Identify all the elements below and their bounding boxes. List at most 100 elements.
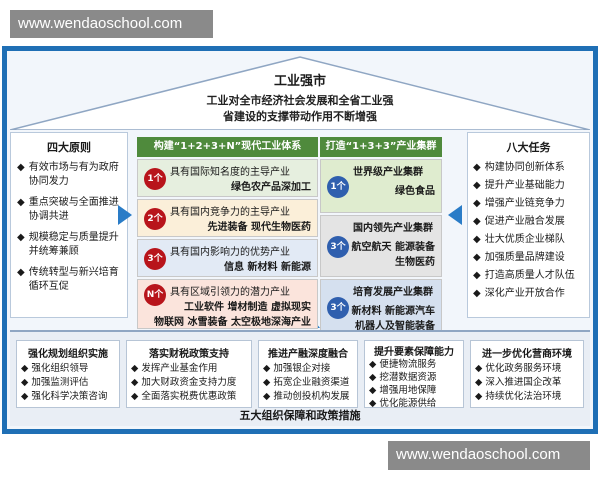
measure-item-text: 增强用地保障 bbox=[379, 385, 437, 396]
clusters-header: 打造“1+3+3”产业集群 bbox=[320, 137, 442, 157]
industrial-system: 构建“1+2+3+N”现代工业体系 1个具有国际知名度的主导产业绿色农产品深加工… bbox=[137, 137, 318, 329]
measure-title: 强化规划组织实施 bbox=[28, 349, 108, 360]
measure-group: 强化规划组织实施◆ 强化组织领导◆ 加强监测评估◆ 强化科学决策咨询 bbox=[16, 340, 120, 408]
list-item: ◆有效市场与有为政府协同发力 bbox=[17, 161, 121, 189]
measure-item: ◆ 持续优化法治环境 bbox=[475, 390, 579, 403]
system-row: 2个具有国内竞争力的主导产业先进装备 现代生物医药 bbox=[137, 199, 318, 237]
measure-item-text: 拓宽企业融资渠道 bbox=[273, 377, 350, 388]
list-item: ◆构建协同创新体系 bbox=[473, 161, 584, 175]
list-item: ◆提升产业基础能力 bbox=[473, 179, 584, 193]
list-item-text: 增强产业链竞争力 bbox=[484, 198, 565, 209]
list-item-text: 提升产业基础能力 bbox=[484, 180, 565, 191]
list-item-text: 促进产业融合发展 bbox=[484, 216, 565, 227]
principles-panel: 四大原则 ◆有效市场与有为政府协同发力◆重点突破与全面推进协调共进◆规模稳定与质… bbox=[10, 132, 128, 318]
measure-item: ◆ 强化科学决策咨询 bbox=[21, 390, 115, 403]
bullet-icon: ◆ bbox=[131, 377, 142, 388]
bullet-icon: ◆ bbox=[369, 359, 380, 370]
row-items: 信息 新材料 新能源 bbox=[224, 262, 311, 273]
bullet-icon: ◆ bbox=[17, 232, 25, 243]
subtitle-line: 省建设的支撑带动作用不断增强 bbox=[223, 110, 377, 123]
measure-item: ◆ 优化政务服务环境 bbox=[475, 362, 579, 375]
bullet-icon: ◆ bbox=[473, 252, 481, 263]
page-title: 工业强市 bbox=[273, 74, 326, 89]
measure-title: 推进产融深度融合 bbox=[268, 349, 348, 360]
badge: 3个 bbox=[327, 236, 349, 258]
row-heading: 培育发展产业集群 bbox=[353, 287, 433, 298]
row-items: 新材料 新能源汽车 bbox=[351, 306, 435, 317]
bullet-icon: ◆ bbox=[473, 180, 481, 191]
measure-item-text: 推动创投机构发展 bbox=[273, 391, 350, 402]
measure-item-text: 挖潜数据资源 bbox=[379, 372, 437, 383]
measure-item: ◆ 深入推进国企改革 bbox=[475, 376, 579, 389]
row-items: 绿色食品 bbox=[395, 186, 435, 197]
measure-item-text: 加大财政资金支持力度 bbox=[141, 377, 237, 388]
bullet-icon: ◆ bbox=[473, 198, 481, 209]
bullet-icon: ◆ bbox=[473, 288, 481, 299]
system-row: N个具有区域引领力的潜力产业工业软件 增材制造 虚拟现实物联网 冰雪装备 太空极… bbox=[137, 279, 318, 329]
list-item-text: 深化产业开放合作 bbox=[484, 288, 565, 299]
system-row: 1个具有国际知名度的主导产业绿色农产品深加工 bbox=[137, 159, 318, 197]
measure-group: 进一步优化营商环境◆ 优化政务服务环境◆ 深入推进国企改革◆ 持续优化法治环境 bbox=[470, 340, 584, 408]
measure-item: ◆ 增强用地保障 bbox=[369, 385, 459, 397]
row-heading: 具有国内影响力的优势产业 bbox=[170, 247, 290, 258]
list-item: ◆规模稳定与质量提升并统筹兼顾 bbox=[17, 231, 121, 259]
arrow-right-icon bbox=[118, 205, 132, 225]
bullet-icon: ◆ bbox=[369, 398, 380, 409]
measure-item-text: 持续优化法治环境 bbox=[485, 391, 562, 402]
measures-title: 五大组织保障和政策措施 bbox=[239, 409, 361, 422]
list-item: ◆深化产业开放合作 bbox=[473, 287, 584, 301]
measure-item-text: 便捷物流服务 bbox=[379, 359, 437, 370]
measure-item: ◆ 加强银企对接 bbox=[263, 362, 353, 375]
bullet-icon: ◆ bbox=[263, 363, 274, 374]
tasks-panel: 八大任务 ◆构建协同创新体系◆提升产业基础能力◆增强产业链竞争力◆促进产业融合发… bbox=[467, 132, 590, 318]
bullet-icon: ◆ bbox=[131, 391, 142, 402]
bullet-icon: ◆ bbox=[473, 162, 481, 173]
row-items: 物联网 冰雪装备 太空极地深海产业 bbox=[154, 317, 311, 328]
list-item-text: 重点突破与全面推进协调共进 bbox=[28, 197, 119, 222]
row-heading: 世界级产业集群 bbox=[353, 167, 423, 178]
measure-title: 落实财税政策支持 bbox=[149, 349, 229, 360]
row-items: 先进装备 现代生物医药 bbox=[207, 222, 311, 233]
measure-item: ◆ 推动创投机构发展 bbox=[263, 390, 353, 403]
badge: 3个 bbox=[144, 248, 166, 270]
list-item-text: 规模稳定与质量提升并统筹兼顾 bbox=[28, 232, 119, 257]
bullet-icon: ◆ bbox=[17, 162, 25, 173]
list-item-text: 加强质量品牌建设 bbox=[484, 252, 565, 263]
bullet-icon: ◆ bbox=[21, 377, 32, 388]
system-header: 构建“1+2+3+N”现代工业体系 bbox=[137, 137, 318, 157]
measure-group: 推进产融深度融合 ◆ 加强银企对接◆ 拓宽企业融资渠道 ◆ 推动创投机构发展 bbox=[258, 340, 358, 408]
row-items: 航空航天 能源装备 bbox=[351, 242, 435, 253]
cluster-row: 1个世界级产业集群绿色食品 bbox=[320, 159, 442, 213]
bullet-icon: ◆ bbox=[473, 216, 481, 227]
measure-item-text: 加强银企对接 bbox=[273, 363, 331, 374]
measure-item-text: 优化政务服务环境 bbox=[485, 363, 562, 374]
list-item-text: 传统转型与新兴培育循环互促 bbox=[28, 267, 119, 292]
row-items: 生物医药 bbox=[395, 257, 435, 268]
roof-shape bbox=[10, 56, 590, 130]
row-items: 绿色农产品深加工 bbox=[231, 182, 311, 193]
bullet-icon: ◆ bbox=[473, 234, 481, 245]
measure-item-text: 加强监测评估 bbox=[31, 377, 89, 388]
bullet-icon: ◆ bbox=[17, 197, 25, 208]
measure-item: ◆ 发挥产业基金作用 bbox=[131, 362, 247, 375]
arrow-left-icon bbox=[448, 205, 462, 225]
row-items: 工业软件 增材制造 虚拟现实 bbox=[184, 302, 311, 313]
measure-item-text: 发挥产业基金作用 bbox=[141, 363, 218, 374]
measure-item-text: 深入推进国企改革 bbox=[485, 377, 562, 388]
row-heading: 具有国际知名度的主导产业 bbox=[170, 167, 290, 178]
measure-group: 落实财税政策支持◆ 发挥产业基金作用◆ 加大财政资金支持力度◆ 全面落实税费优惠… bbox=[126, 340, 252, 408]
bullet-icon: ◆ bbox=[21, 391, 32, 402]
measure-item: ◆ 挖潜数据资源 bbox=[369, 372, 459, 384]
measure-item: ◆ 优化能源供给 bbox=[369, 398, 459, 410]
list-item-text: 有效市场与有为政府协同发力 bbox=[28, 162, 119, 187]
bullet-icon: ◆ bbox=[473, 270, 481, 281]
bullet-icon: ◆ bbox=[131, 363, 142, 374]
principles-title: 四大原则 bbox=[47, 141, 91, 154]
list-item-text: 壮大优质企业梯队 bbox=[484, 234, 565, 245]
subtitle-line: 工业对全市经济社会发展和全省工业强 bbox=[206, 94, 394, 107]
list-item: ◆加强质量品牌建设 bbox=[473, 251, 584, 265]
list-item: ◆传统转型与新兴培育循环互促 bbox=[17, 266, 121, 294]
list-item: ◆打造高质量人才队伍 bbox=[473, 269, 584, 283]
measure-item-text: 强化科学决策咨询 bbox=[31, 391, 108, 402]
cluster-row: 3个国内领先产业集群航空航天 能源装备生物医药 bbox=[320, 215, 442, 277]
